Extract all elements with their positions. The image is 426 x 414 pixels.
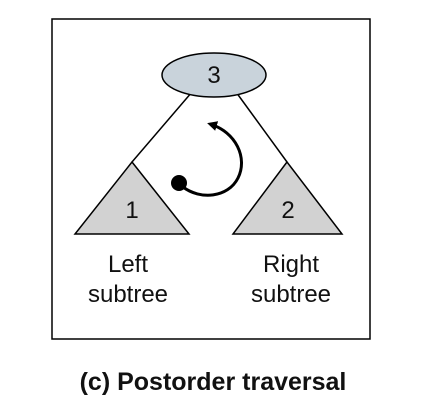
curved-arrow-icon: [171, 121, 243, 197]
arrow-curve: [182, 121, 243, 197]
left-subtree-node: 1: [73, 160, 191, 235]
left-caption-line1: Left: [108, 251, 148, 278]
right-subtree-node: 2: [231, 160, 344, 235]
root-ellipse: [161, 52, 267, 98]
edge-root-right: [235, 91, 288, 163]
edge-root-left: [131, 91, 193, 163]
left-triangle: [73, 160, 191, 235]
root-label: 3: [207, 62, 220, 89]
diagram-frame: [51, 18, 371, 340]
figure-caption: (c) Postorder traversal: [80, 368, 347, 396]
right-label: 2: [281, 197, 294, 224]
left-caption-line2: subtree: [88, 281, 168, 308]
right-caption-line2: subtree: [251, 281, 331, 308]
right-triangle: [231, 160, 344, 235]
root-node: 3: [161, 52, 267, 98]
right-caption-line1: Right: [263, 251, 319, 278]
left-label: 1: [125, 197, 138, 224]
